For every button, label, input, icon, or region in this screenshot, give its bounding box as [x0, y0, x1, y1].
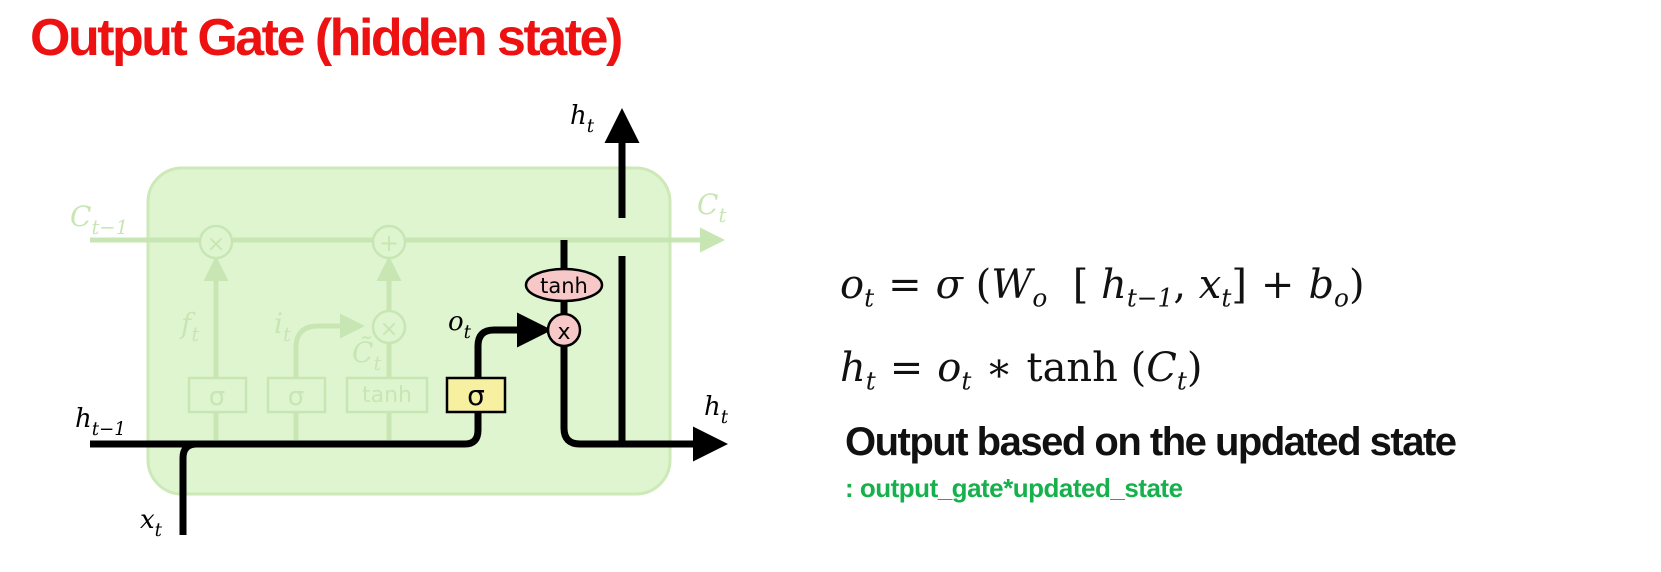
input-add-op [371, 224, 407, 260]
forget-sigma-label: σ [209, 382, 225, 412]
forget-multiply-op [198, 224, 234, 260]
c-t-label: Ct [697, 188, 726, 227]
caption: Output based on the updated state [845, 420, 1457, 464]
page-title: Output Gate (hidden state) [30, 9, 623, 67]
input-sigma-box [266, 376, 327, 414]
output-multiply-label: x [557, 320, 570, 345]
o-t-path [474, 312, 552, 378]
candidate-tanh-box [345, 376, 429, 414]
output-sigma-box [445, 376, 507, 414]
tanh-op [524, 267, 604, 303]
forget-sigma-box [187, 376, 248, 414]
forget-multiply-label: × [207, 232, 225, 257]
h-t-right-label: ht [704, 392, 729, 428]
lstm-output-gate-diagram: σ σ tanh × + × Ct−1 Ct ft it C̃t σ tanh … [70, 101, 729, 541]
output-sigma-label: σ [467, 379, 485, 412]
output-gate-equation: ot=σ (Wo [ ht−1, xt]+bo) [840, 262, 1365, 313]
h-t-top-label: ht [570, 101, 595, 137]
active-paths [90, 108, 728, 535]
sigma-to-gate-line [464, 412, 482, 448]
candidate-tanh-label: tanh [362, 383, 412, 408]
tanh-op-label: tanh [540, 274, 588, 298]
input-multiply-op [371, 309, 407, 345]
faded-gates: σ σ tanh × + × [187, 224, 429, 414]
subcaption: : output_gate*updated_state [845, 473, 1183, 503]
c-prev-label: Ct−1 [70, 200, 128, 239]
c-tilde-label: C̃t [352, 336, 381, 375]
h-prev-label: ht−1 [75, 404, 126, 440]
hidden-state-equation: ht=ot∗tanh (Ct) [840, 345, 1203, 396]
i-t-label: it [274, 307, 291, 346]
h-t-output-path [560, 345, 728, 462]
x-t-label: xt [140, 505, 163, 541]
input-multiply-label: × [380, 317, 398, 342]
input-add-label: + [379, 229, 399, 257]
output-multiply-op [546, 312, 582, 348]
o-t-label: ot [448, 307, 472, 343]
input-sigma-label: σ [288, 382, 304, 412]
x-t-line [179, 440, 198, 535]
